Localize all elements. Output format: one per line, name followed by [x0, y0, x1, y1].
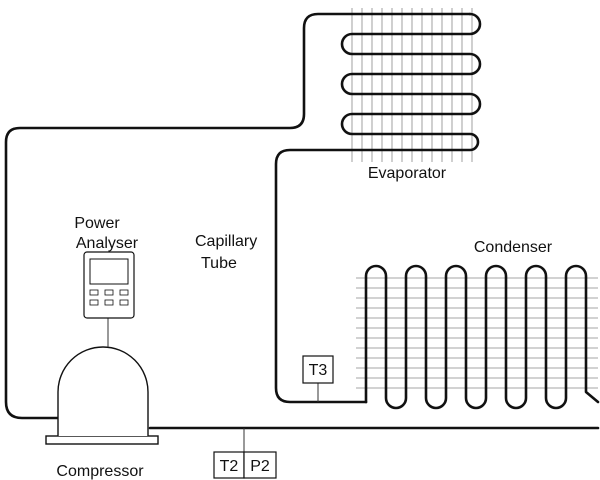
evaporator-label: Evaporator: [368, 165, 447, 182]
suction-line: [4, 12, 472, 420]
analyser-button: [104, 299, 114, 306]
analyser-button: [119, 299, 129, 306]
sensor-p2-box: [243, 451, 277, 479]
compressor-label: Compressor: [56, 463, 144, 480]
analyser-button: [119, 289, 129, 296]
condenser-fins: [356, 277, 598, 389]
evaporator-label-bg: [358, 162, 456, 182]
power-analyser-label-line2: Analyser: [76, 235, 139, 252]
analyser-button: [89, 299, 99, 306]
power-analyser: [83, 251, 135, 319]
condenser-label: Condenser: [474, 239, 553, 256]
condenser-coil: [364, 264, 600, 410]
analyser-button: [104, 289, 114, 296]
sensor-t2-label: T2: [220, 458, 239, 475]
evaporator-coil: [274, 12, 482, 404]
analyser-button: [89, 289, 99, 296]
power-analyser-label-line1: Power: [74, 215, 120, 232]
sensor-p2-label: P2: [250, 458, 270, 475]
compressor: [45, 346, 159, 445]
evaporator-fins: [351, 8, 473, 162]
capillary-label-line1: Capillary: [195, 233, 257, 250]
analyser-screen: [89, 258, 129, 285]
sensor-t3-label: T3: [309, 362, 328, 379]
capillary-label-line2: Tube: [201, 255, 237, 272]
sensor-t3-box: [302, 355, 334, 384]
